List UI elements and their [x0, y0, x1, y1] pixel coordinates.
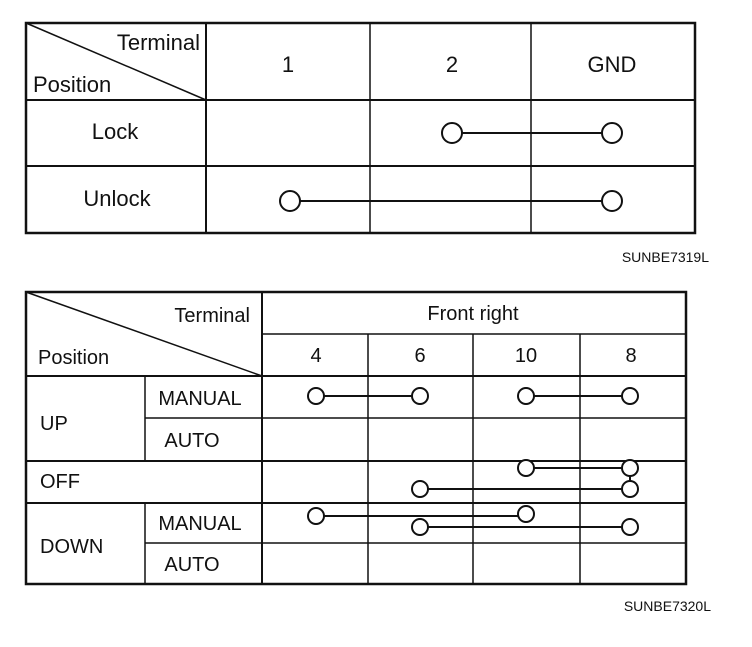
up-auto-label: AUTO	[164, 430, 219, 452]
terminal-header: Terminal	[174, 305, 250, 327]
terminal-node	[517, 505, 535, 523]
terminal-2-header: 2	[446, 52, 458, 77]
terminal-6-header: 6	[414, 345, 425, 367]
terminal-node	[601, 190, 623, 212]
terminal-node	[621, 387, 639, 405]
terminal-node	[517, 387, 535, 405]
up-manual-label: MANUAL	[158, 388, 241, 410]
terminal-node	[411, 387, 429, 405]
row-down-label: DOWN	[40, 536, 103, 558]
figure-code-1: SUNBE7319L	[622, 249, 709, 265]
terminal-node	[601, 122, 623, 144]
window-switch-table	[24, 290, 688, 586]
terminal-1-header: 1	[282, 52, 294, 77]
lock-continuity	[441, 122, 623, 144]
terminal-node	[517, 459, 535, 477]
terminal-gnd-header: GND	[588, 52, 637, 77]
header-diagonal	[25, 22, 207, 101]
position-header: Position	[33, 72, 111, 97]
terminal-node	[621, 480, 639, 498]
off-continuity	[411, 459, 639, 498]
terminal-4-header: 4	[310, 345, 321, 367]
terminal-8-header: 8	[625, 345, 636, 367]
lock-switch-table	[24, 21, 697, 235]
row-unlock-label: Unlock	[83, 186, 151, 211]
down-manual-continuity	[307, 505, 639, 536]
row-lock-label: Lock	[92, 119, 139, 144]
terminal-10-header: 10	[515, 345, 537, 367]
row-up-label: UP	[40, 413, 68, 435]
down-auto-label: AUTO	[164, 554, 219, 576]
terminal-node	[279, 190, 301, 212]
front-right-header: Front right	[427, 303, 519, 325]
terminal-node	[621, 518, 639, 536]
position-header: Position	[38, 347, 109, 369]
row-off-label: OFF	[40, 471, 80, 493]
terminal-node	[411, 518, 429, 536]
down-manual-label: MANUAL	[158, 513, 241, 535]
terminal-node	[307, 387, 325, 405]
up-manual-continuity	[307, 387, 639, 405]
terminal-node	[621, 459, 639, 477]
figure-code-2: SUNBE7320L	[624, 598, 711, 614]
terminal-header: Terminal	[117, 30, 200, 55]
terminal-node	[441, 122, 463, 144]
header-diagonal	[25, 291, 263, 377]
terminal-node	[411, 480, 429, 498]
unlock-continuity	[279, 190, 623, 212]
terminal-node	[307, 507, 325, 525]
